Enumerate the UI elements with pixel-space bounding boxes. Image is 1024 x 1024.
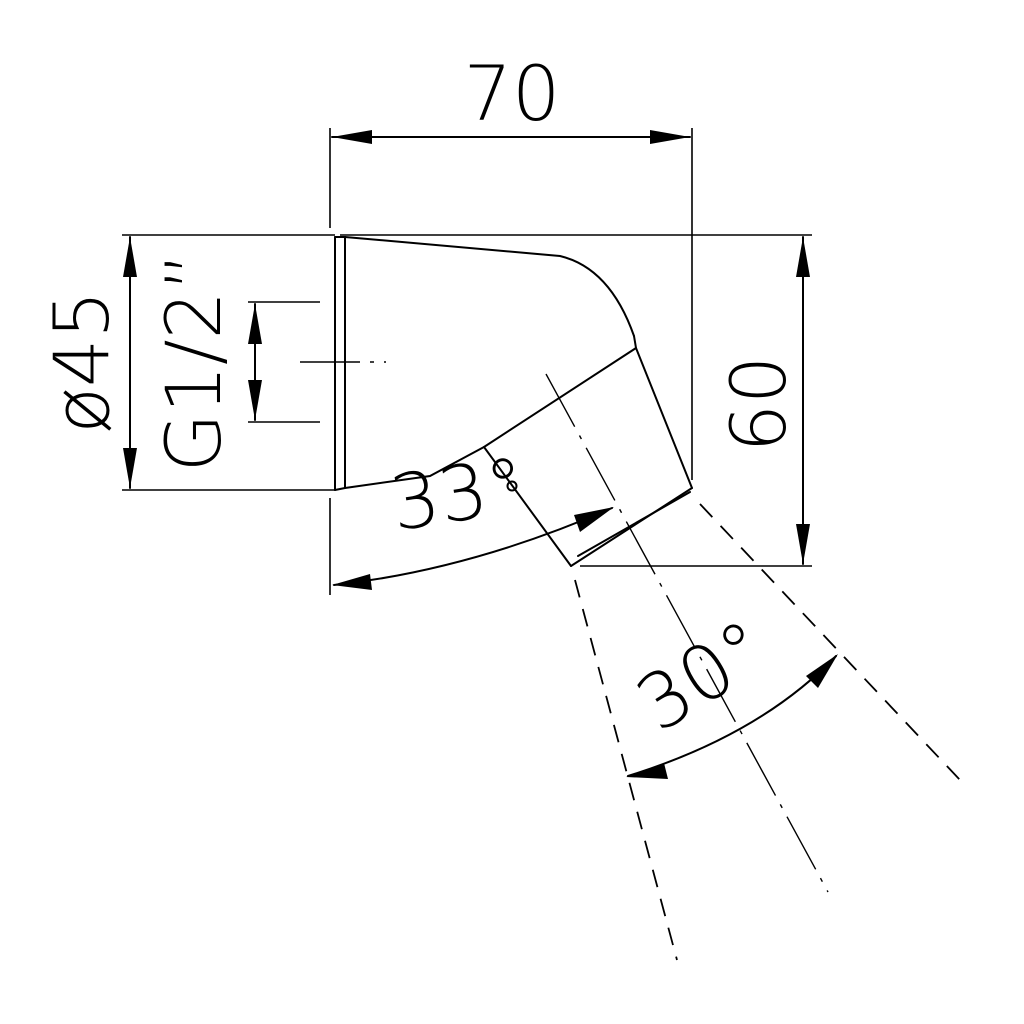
arrowhead <box>248 380 262 420</box>
arrowhead <box>806 654 838 688</box>
center-lines <box>300 361 829 893</box>
arrowhead <box>574 507 614 532</box>
dim-label-tilt: 33° <box>384 439 531 548</box>
arrowhead <box>626 763 668 779</box>
dimension-height-60 <box>796 236 810 565</box>
arrowhead <box>123 448 137 488</box>
dimension-thread <box>248 303 262 421</box>
dimension-spray-30 <box>626 654 838 779</box>
arrowhead <box>332 574 372 590</box>
arrowhead <box>123 237 137 277</box>
dim-label-thread: G1/2” <box>149 252 238 473</box>
shower-head-outline <box>334 236 693 567</box>
dimension-width-70 <box>331 130 691 144</box>
dimension-tilt-33 <box>332 507 614 590</box>
dimension-diameter-45 <box>123 236 137 489</box>
pivot-marker <box>506 480 518 492</box>
arrowhead <box>796 524 810 564</box>
arrowhead <box>650 130 690 144</box>
dim-label-70: 70 <box>464 49 561 138</box>
arrowhead <box>248 304 262 344</box>
arrowhead <box>796 237 810 277</box>
spray-cone <box>574 503 961 961</box>
dim-label-60: 60 <box>714 356 803 453</box>
arrowhead <box>332 130 372 144</box>
dim-label-spray: 30° <box>621 602 782 749</box>
dim-label-diameter: ø45 <box>37 290 126 433</box>
extension-lines <box>122 128 812 595</box>
